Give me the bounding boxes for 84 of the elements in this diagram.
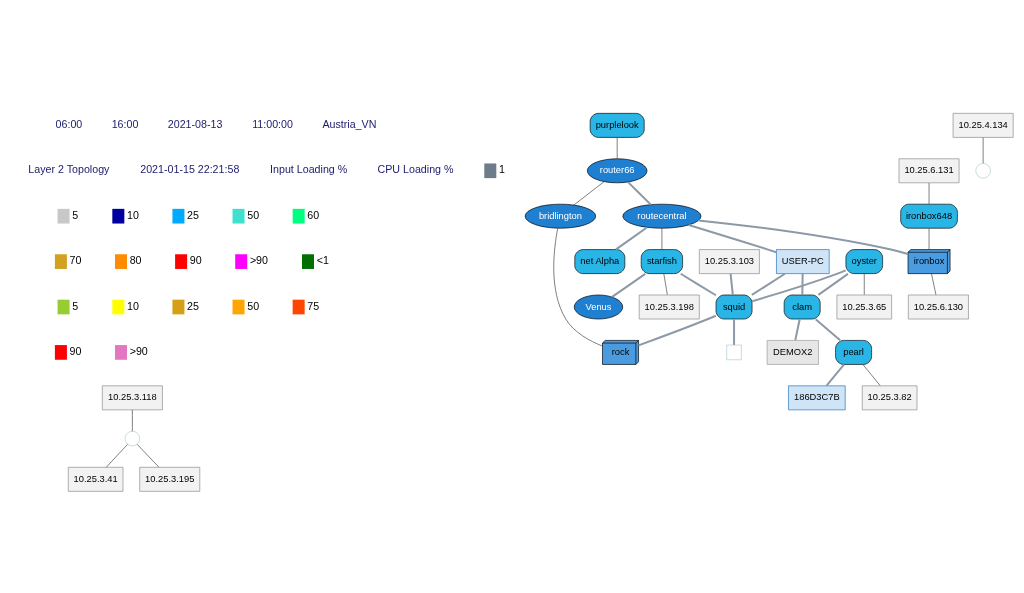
node-box: 10.25.3.103 <box>699 248 760 274</box>
node-box: net Alpha <box>574 248 626 274</box>
node-box: purplelook <box>589 112 645 138</box>
label: Input Loading % <box>270 162 348 175</box>
legend-label: 25 <box>187 208 199 221</box>
label: 2021-08-13 <box>167 117 223 130</box>
connector <box>687 223 778 253</box>
connector <box>817 272 849 296</box>
node-circle <box>975 162 991 178</box>
connector <box>136 443 160 468</box>
node-box <box>726 344 742 360</box>
legend-label: 90 <box>69 344 82 357</box>
connector <box>729 272 734 296</box>
connector <box>794 317 801 341</box>
connector <box>814 317 842 341</box>
connector <box>615 226 648 250</box>
node-box: starfish <box>640 248 683 274</box>
connector <box>697 218 909 255</box>
node-box: 10.25.4.134 <box>952 112 1014 138</box>
legend-label: >90 <box>129 344 148 357</box>
legend-label: 50 <box>247 299 260 312</box>
legend-label: 5 <box>72 299 79 312</box>
connector <box>627 180 652 206</box>
connector <box>928 227 930 250</box>
legend-label: >90 <box>249 253 268 266</box>
node-box: pearl <box>835 339 872 365</box>
connector <box>928 182 930 204</box>
legend-label: 80 <box>129 253 142 266</box>
connector <box>863 273 865 295</box>
legend-label: 10 <box>127 208 139 221</box>
connector <box>825 363 845 386</box>
node-box: DEMOX2 <box>766 339 819 365</box>
node-box: 10.25.3.82 <box>861 385 918 410</box>
connector <box>751 268 847 302</box>
node-ellipse: routecentral <box>622 203 702 229</box>
legend-label: 1 <box>498 162 505 175</box>
node-box: 10.25.3.41 <box>67 466 124 492</box>
node-box: 10.25.3.118 <box>101 385 163 410</box>
node-box: oyster <box>845 248 883 274</box>
legend-label: 25 <box>187 299 199 312</box>
node-box: USER-PC <box>776 248 830 274</box>
label: 11:00:00 <box>252 117 293 130</box>
connector <box>573 180 605 205</box>
node-box: 10.25.3.65 <box>836 294 892 319</box>
legend-label: 5 <box>72 208 79 221</box>
node-box: 10.25.3.198 <box>638 294 700 319</box>
label: 06:00 <box>55 117 83 130</box>
label: Austria_VN <box>322 117 377 130</box>
legend-label: 75 <box>307 299 320 312</box>
label: 16:00 <box>111 117 139 130</box>
node-circle <box>124 430 141 446</box>
node-ellipse: router66 <box>587 157 648 183</box>
node-box: 10.25.3.195 <box>139 466 201 492</box>
connector <box>637 314 717 346</box>
legend-label: 70 <box>69 253 82 266</box>
legend-label: 60 <box>307 208 320 221</box>
connector <box>132 409 133 432</box>
legend-label: 90 <box>189 253 202 266</box>
legend-label: 10 <box>127 299 139 312</box>
connector <box>931 273 937 295</box>
node-box: 10.25.6.131 <box>898 157 960 183</box>
connector <box>750 272 786 296</box>
connector <box>663 273 668 295</box>
connector <box>105 443 128 468</box>
label: CPU Loading % <box>377 162 454 175</box>
connector <box>679 272 717 296</box>
label: 2021-01-15 22:21:58 <box>140 162 240 175</box>
node-ellipse: Venus <box>573 294 624 319</box>
node-ellipse: bridlington <box>524 203 596 229</box>
connector <box>733 317 736 346</box>
node-box: 186D3C7B <box>788 385 846 410</box>
connector <box>801 272 804 296</box>
node-box: clam <box>783 294 821 319</box>
node-box: ironbox648 <box>900 203 958 229</box>
connector <box>616 136 618 159</box>
legend-label: <1 <box>316 253 329 266</box>
connector <box>862 363 881 386</box>
legend-label: 50 <box>247 208 260 221</box>
connector <box>661 227 663 250</box>
node-box: 10.25.6.130 <box>908 294 969 319</box>
connector <box>553 227 603 346</box>
connector <box>611 272 647 298</box>
label: Layer 2 Topology <box>28 162 110 175</box>
node-box: squid <box>715 294 753 319</box>
